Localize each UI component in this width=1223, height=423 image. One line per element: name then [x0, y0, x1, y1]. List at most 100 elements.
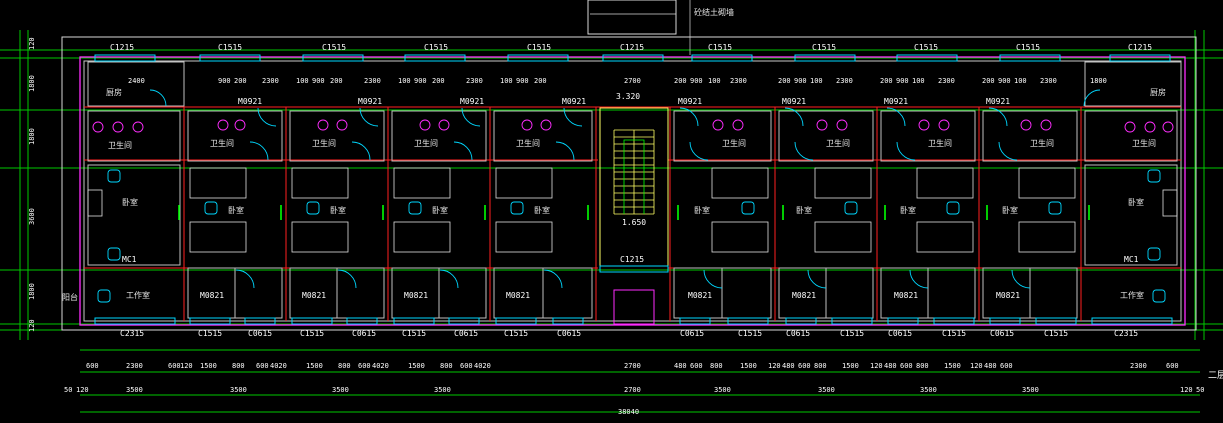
bedroom-label: 卧室 [1002, 205, 1018, 215]
door-label: M0821 [688, 291, 712, 300]
door-label: M0821 [996, 291, 1020, 300]
bath-label: 卫生间 [210, 138, 234, 148]
dimension-label: 600 [690, 362, 703, 370]
dimension-label: 1500 [306, 362, 323, 370]
top-window-labels: C1215 C1515 C1515 C1515 C1515 C1215 C151… [110, 43, 1152, 52]
door-label: M0921 [884, 97, 908, 106]
door-label: M0921 [782, 97, 806, 106]
dimension-label: 100 [500, 77, 513, 85]
dimension-label: 3500 [126, 386, 143, 394]
workroom-label: 工作室 [126, 290, 150, 300]
dimension-label: 100 [398, 77, 411, 85]
window-label: C1515 [1016, 43, 1040, 52]
door-label: M0921 [460, 97, 484, 106]
window-label: C1215 [1128, 43, 1152, 52]
door-label: M0821 [302, 291, 326, 300]
outer-walls [61, 36, 1197, 331]
note-top: 砼结土砌墙 [694, 7, 734, 17]
dimension-label: 2400 [128, 77, 145, 85]
bedroom-label: 卧室 [1128, 197, 1144, 207]
dimension-label: 2300 [126, 362, 143, 370]
dimension-label: 800 [440, 362, 453, 370]
dimension-label: 3500 [332, 386, 349, 394]
chairs [97, 169, 1166, 303]
bath-label: 卫生间 [928, 138, 952, 148]
dimension-label: 3500 [714, 386, 731, 394]
window-label: C1515 [527, 43, 551, 52]
bedroom-label: 卧室 [796, 205, 812, 215]
dimension-label: 600 [460, 362, 473, 370]
partitions [87, 61, 1182, 319]
window-label: C1515 [504, 329, 528, 338]
dimension-label: 900 [690, 77, 703, 85]
dimension-label: 600 [256, 362, 269, 370]
door-label: M0821 [200, 291, 224, 300]
dimension-label: 200 [330, 77, 343, 85]
bottom-window-labels: C2315 C1515 C0615 C1515 C0615 C1515 C061… [120, 329, 1138, 338]
dimension-label: 900 [998, 77, 1011, 85]
dimension-label: 3500 [818, 386, 835, 394]
workroom-label: 工作室 [1120, 290, 1144, 300]
door-label: M0921 [358, 97, 382, 106]
window-label: C1215 [620, 43, 644, 52]
dimension-label: 900 [218, 77, 231, 85]
dimension-label: 1500 [408, 362, 425, 370]
dimension-label: 900 [896, 77, 909, 85]
stair-level: 3.320 [616, 92, 640, 101]
bottom-dimensions-1: 600 2300 600 120 1500 800 600 4020 1500 … [86, 362, 1179, 370]
dimension-label: 120 [970, 362, 983, 370]
kitchen-label-right: 厨房 [1150, 87, 1166, 97]
dimension-label: 600 [358, 362, 371, 370]
dimension-label: 120 [870, 362, 883, 370]
balcony-label: 阳台 [62, 292, 78, 302]
dimension-label: 2700 [624, 77, 641, 85]
window-label: C0615 [786, 329, 810, 338]
window-label: C0615 [990, 329, 1014, 338]
dimension-label: 4020 [474, 362, 491, 370]
dimension-label: 100 [1014, 77, 1027, 85]
door-label: M0921 [238, 97, 262, 106]
window-label: C1515 [708, 43, 732, 52]
window-label: C0615 [557, 329, 581, 338]
bedroom-label: 卧室 [330, 205, 346, 215]
dimension-label: 120 [768, 362, 781, 370]
window-label: C1515 [942, 329, 966, 338]
mc-label: MC1 [122, 255, 137, 264]
dimension-label: 1500 [842, 362, 859, 370]
dimension-label: 1500 [740, 362, 757, 370]
window-label: C0615 [888, 329, 912, 338]
bottom-windows [94, 317, 1173, 325]
dimension-label: 2700 [624, 362, 641, 370]
dimension-label: 800 [916, 362, 929, 370]
bath-label: 卫生间 [516, 138, 540, 148]
dimension-label: 2300 [730, 77, 747, 85]
dimension-label: 4020 [270, 362, 287, 370]
bedroom-label: 卧室 [228, 205, 244, 215]
bedroom-label: 卧室 [432, 205, 448, 215]
dimension-label: 2300 [364, 77, 381, 85]
window-label: C1515 [322, 43, 346, 52]
bath-label: 卫生间 [826, 138, 850, 148]
dimension-label: 900 [516, 77, 529, 85]
dimension-label: 3500 [434, 386, 451, 394]
dimension-label: 3500 [1022, 386, 1039, 394]
bath-label: 卫生间 [1030, 138, 1054, 148]
dimension-label: 600 [900, 362, 913, 370]
dimension-label: 800 [338, 362, 351, 370]
floor-label: 二层 [1208, 370, 1223, 381]
stair [587, 0, 691, 325]
window-label: C0615 [248, 329, 272, 338]
window-label: C1215 [110, 43, 134, 52]
dimension-label: 3500 [230, 386, 247, 394]
bath-label: 卫生间 [108, 140, 132, 150]
dimension-label: 2700 [624, 386, 641, 394]
dimension-label: 600 [1000, 362, 1013, 370]
stair-window-label: C1215 [620, 255, 644, 264]
window-label: C0615 [454, 329, 478, 338]
dimension-label: 600 [1166, 362, 1179, 370]
dimension-label: 1800 [28, 128, 36, 145]
mc-label: MC1 [1124, 255, 1139, 264]
dimension-label: 800 [814, 362, 827, 370]
window-label: C0615 [680, 329, 704, 338]
